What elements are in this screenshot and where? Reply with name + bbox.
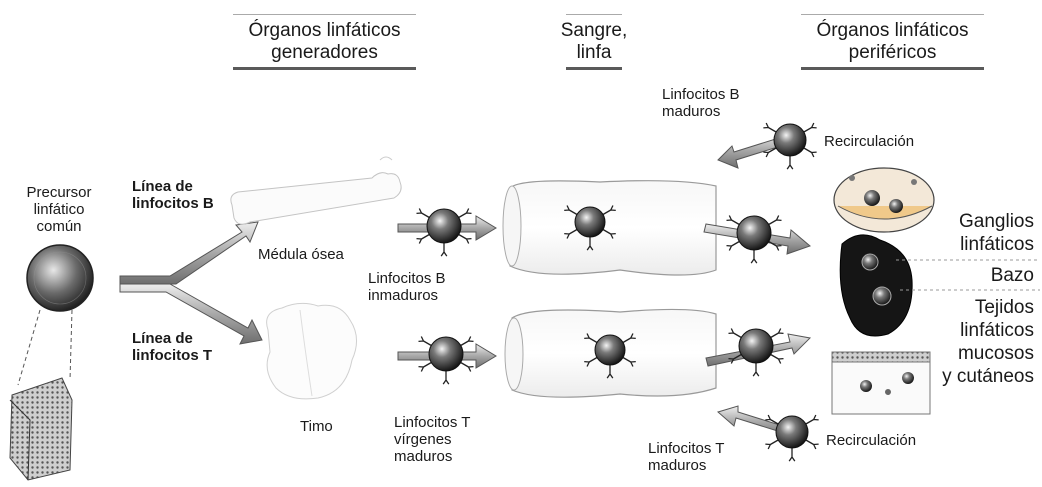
label-mature-b: Linfocitos B maduros [662, 86, 740, 120]
receptor [418, 363, 431, 372]
label-line: Linfocitos B [368, 270, 446, 287]
cell-body [774, 124, 806, 156]
receptor [771, 328, 784, 337]
receptor [751, 250, 757, 263]
thymus-illustration [267, 303, 357, 398]
receptor [443, 371, 449, 384]
label-line: linfáticos [920, 319, 1034, 342]
label-line: vírgenes [394, 431, 470, 448]
header-line: linfa [556, 42, 632, 64]
receptor [769, 215, 782, 224]
receptor [789, 448, 795, 461]
receptor [787, 156, 793, 169]
cell-body [575, 207, 605, 237]
receptor [418, 336, 431, 345]
label-line: Ganglios [930, 210, 1034, 233]
receptor [806, 415, 819, 424]
label-mature-t: Linfocitos T maduros [648, 440, 724, 474]
receptor [728, 328, 741, 337]
label-line: común [16, 218, 102, 235]
label-naive-t: Linfocitos T vírgenes maduros [394, 414, 470, 465]
label-line: Linfocitos B [662, 86, 740, 103]
bone-tissue-illustration [10, 310, 72, 480]
label-t-lineage: Línea de linfocitos T [132, 330, 242, 364]
label-line: linfático [16, 201, 102, 218]
label-line: Linfocitos T [648, 440, 724, 457]
receptor [461, 336, 474, 345]
lymphocyte-cells [416, 123, 818, 461]
header-line: Órganos linfáticos [233, 20, 416, 42]
receptor [459, 235, 472, 244]
header-line: Órganos linfáticos [801, 20, 984, 42]
label-line: linfocitos B [132, 195, 242, 212]
header-line: Sangre, [556, 20, 632, 42]
header-line: periféricos [801, 42, 984, 64]
receptor [763, 123, 776, 132]
header-peripheral-organs: Órganos linfáticos periféricos [801, 20, 984, 64]
header-line: generadores [233, 42, 416, 64]
receptor [416, 208, 429, 217]
label-line: Línea de [132, 330, 242, 347]
label-thymus: Timo [300, 418, 333, 435]
bone-illustration [231, 157, 401, 224]
label-line: Línea de [132, 178, 242, 195]
cell-body [739, 329, 773, 363]
mucosal-tissue-illustration [832, 352, 930, 414]
label-spleen: Bazo [930, 264, 1034, 287]
recirculation-arrows [718, 132, 802, 438]
label-line: inmaduros [368, 287, 446, 304]
cell-body [429, 337, 463, 371]
receptor [459, 208, 472, 217]
receptor [726, 242, 739, 251]
header-blood-lymph: Sangre, linfa [556, 20, 632, 64]
branching-arrow [120, 222, 262, 344]
label-line: Precursor [16, 184, 102, 201]
precursor-cell [27, 245, 93, 311]
receptor [806, 440, 819, 449]
label-b-lineage: Línea de linfocitos B [132, 178, 242, 212]
label-bone-marrow: Médula ósea [258, 246, 344, 263]
label-lymph-nodes: Ganglios linfáticos [930, 210, 1034, 256]
label-line: maduros [662, 103, 740, 120]
cell-recirculating-t [765, 415, 818, 461]
receptor [726, 215, 739, 224]
header-generative-organs: Órganos linfáticos generadores [233, 20, 416, 64]
label-line: maduros [648, 457, 724, 474]
label-line: linfáticos [930, 233, 1034, 256]
receptor [441, 243, 447, 256]
label-line: linfocitos T [132, 347, 242, 364]
label-line: Tejidos [920, 296, 1034, 319]
label-recirculation-top: Recirculación [824, 133, 914, 150]
receptor [416, 235, 429, 244]
receptor [771, 355, 784, 364]
label-recirculation-bottom: Recirculación [826, 432, 916, 449]
blood-vessel-top [503, 181, 716, 275]
label-line: mucosos [920, 342, 1034, 365]
cell-body [776, 416, 808, 448]
cell-body [737, 216, 771, 250]
label-line: y cutáneos [920, 365, 1034, 388]
receptor [804, 148, 817, 157]
receptor [804, 123, 817, 132]
lymph-node-illustration [834, 168, 934, 232]
receptor [753, 363, 759, 376]
label-immature-b: Linfocitos B inmaduros [368, 270, 446, 304]
cell-body [595, 335, 625, 365]
label-common-precursor: Precursor linfático común [16, 184, 102, 235]
receptor [461, 363, 474, 372]
label-line: maduros [394, 448, 470, 465]
spleen-illustration [840, 235, 912, 336]
cell-body [427, 209, 461, 243]
receptor [765, 440, 778, 449]
label-mucosal-tissues: Tejidos linfáticos mucosos y cutáneos [920, 296, 1034, 388]
label-line: Linfocitos T [394, 414, 470, 431]
